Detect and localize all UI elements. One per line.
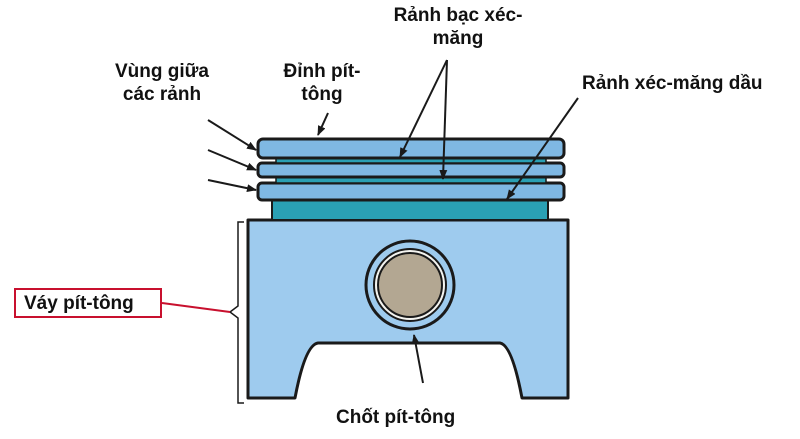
ring-band-3: [256, 181, 566, 202]
label-lands-line2: các rảnh: [122, 84, 202, 105]
label-oil-ring-groove: Rảnh xéc-măng dầu: [582, 73, 763, 94]
label-pin: Chốt pít-tông: [336, 407, 456, 428]
arrow-ring-groove-1: [399, 59, 448, 158]
label-crown: Đỉnh pít- tông: [262, 60, 382, 106]
arrow-land-3: [207, 179, 257, 193]
label-ring-grooves: Rảnh bạc xéc- măng: [378, 4, 538, 50]
label-crown-line2: tông: [301, 84, 343, 105]
label-crown-line1: Đỉnh pít-: [283, 61, 361, 82]
arrow-pin: [411, 334, 424, 384]
crown-band: [271, 199, 549, 221]
skirt-label-box: Váy pít-tông: [14, 288, 162, 318]
leader-arrows: [207, 59, 579, 384]
label-lands: Vùng giữa các rảnh: [92, 60, 232, 106]
ring-band-1: [256, 137, 566, 160]
arrow-land-2: [207, 149, 257, 171]
label-lands-line1: Vùng giữa: [115, 61, 209, 82]
arrow-oil-groove: [506, 97, 579, 200]
piston-pin: [377, 252, 443, 318]
label-ring-grooves-line2: măng: [432, 28, 484, 49]
label-skirt: Váy pít-tông: [24, 293, 134, 314]
ring-band-2: [256, 161, 566, 179]
skirt-connector: [161, 302, 231, 313]
arrow-land-1: [207, 119, 257, 151]
skirt-brace: [228, 221, 244, 404]
arrow-crown: [317, 112, 329, 136]
label-ring-grooves-line1: Rảnh bạc xéc-: [393, 5, 523, 26]
arrow-ring-groove-2: [439, 59, 448, 180]
